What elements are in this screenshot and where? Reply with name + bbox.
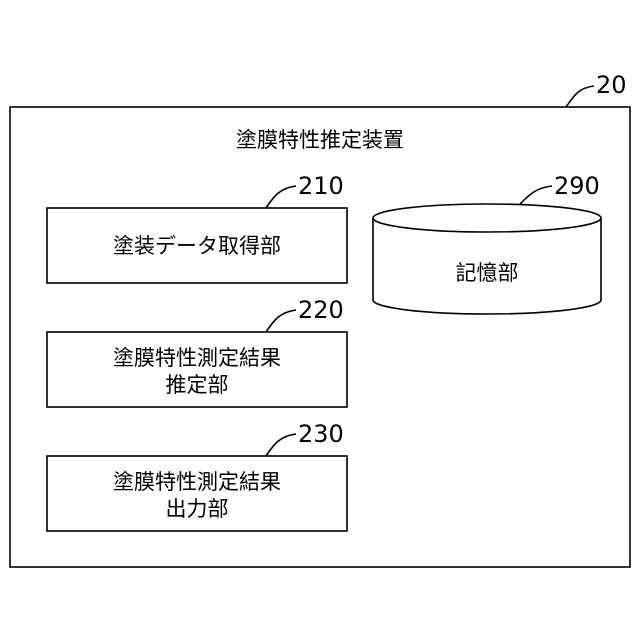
unit-label: 塗装データ取得部 [113, 234, 281, 258]
unit-block-output: 230 塗膜特性測定結果 出力部 [47, 420, 347, 531]
unit-ref-number: 220 [298, 296, 344, 324]
unit-label-line-2: 出力部 [166, 497, 229, 521]
device-title: 塗膜特性推定装置 [236, 128, 404, 152]
unit-label-line-1: 塗膜特性測定結果 [113, 470, 281, 494]
unit-ref-number: 230 [298, 420, 344, 448]
unit-label-line-1: 塗膜特性測定結果 [113, 346, 281, 370]
unit-ref-leader [266, 434, 296, 456]
storage-label: 記憶部 [456, 261, 519, 285]
unit-label-line-2: 推定部 [166, 373, 229, 397]
device-ref-number: 20 [596, 71, 627, 99]
unit-ref-number: 210 [298, 172, 344, 200]
storage-cylinder-top [373, 204, 601, 232]
storage-ref-leader [520, 186, 552, 204]
unit-ref-leader [266, 310, 296, 332]
unit-block-data-acquisition: 210 塗装データ取得部 [47, 172, 347, 283]
unit-ref-leader [266, 186, 296, 208]
unit-block-estimation: 220 塗膜特性測定結果 推定部 [47, 296, 347, 407]
storage-block: 290 記憶部 [373, 172, 601, 314]
device-ref-leader [566, 86, 594, 107]
storage-ref-number: 290 [554, 172, 600, 200]
